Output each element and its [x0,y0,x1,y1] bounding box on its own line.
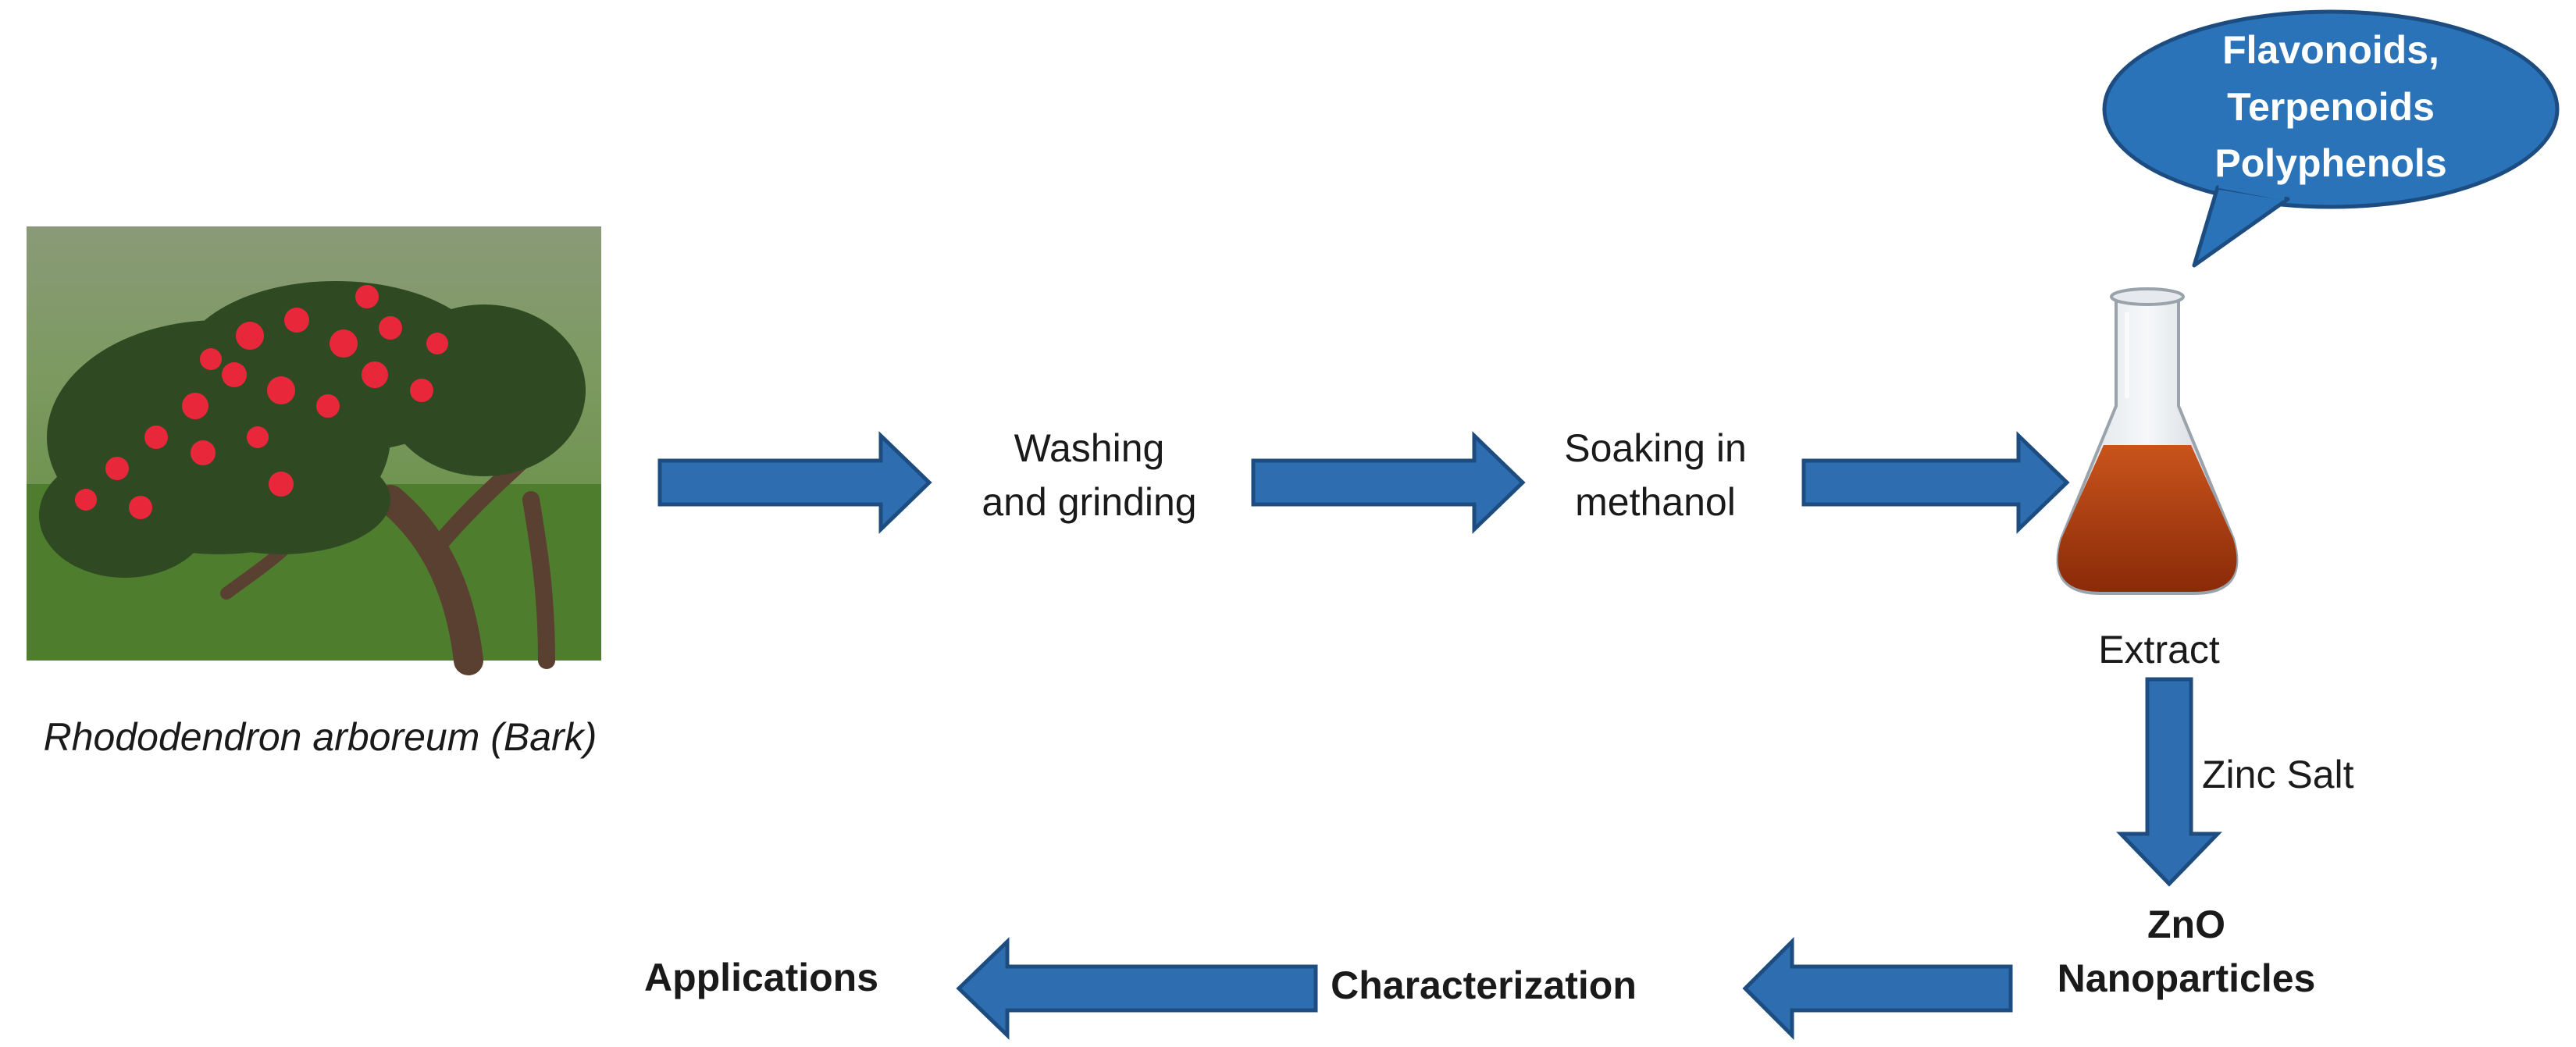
plant-image [27,226,601,675]
bubble-compounds-text: Flavonoids, Terpenoids Polyphenols [2214,28,2447,185]
plant-caption: Rhododendron arboreum (Bark) [43,715,597,759]
arrow-to-soaking [1251,431,1526,534]
compounds-bubble [2102,9,2560,268]
tree-foliage [39,281,586,578]
arrow-to-extract [1801,431,2070,534]
arrow-to-washing [657,431,932,534]
arrow-down-zinc [2116,677,2222,887]
washing-label: Washing and grinding [982,426,1197,524]
zinc-salt-label: Zinc Salt [2202,753,2354,796]
soaking-label: Soaking in methanol [1564,426,1747,524]
extract-liquid [2058,445,2237,592]
arrow-to-characterization [1742,936,2013,1041]
arrow-to-applications [956,937,1318,1040]
tree-flowers [75,285,448,519]
flask-image [2056,287,2239,595]
zno-label: ZnO Nanoparticles [2057,903,2316,1000]
characterization-label: Characterization [1331,963,1637,1007]
extract-label: Extract [2098,628,2220,671]
applications-label: Applications [643,956,879,999]
